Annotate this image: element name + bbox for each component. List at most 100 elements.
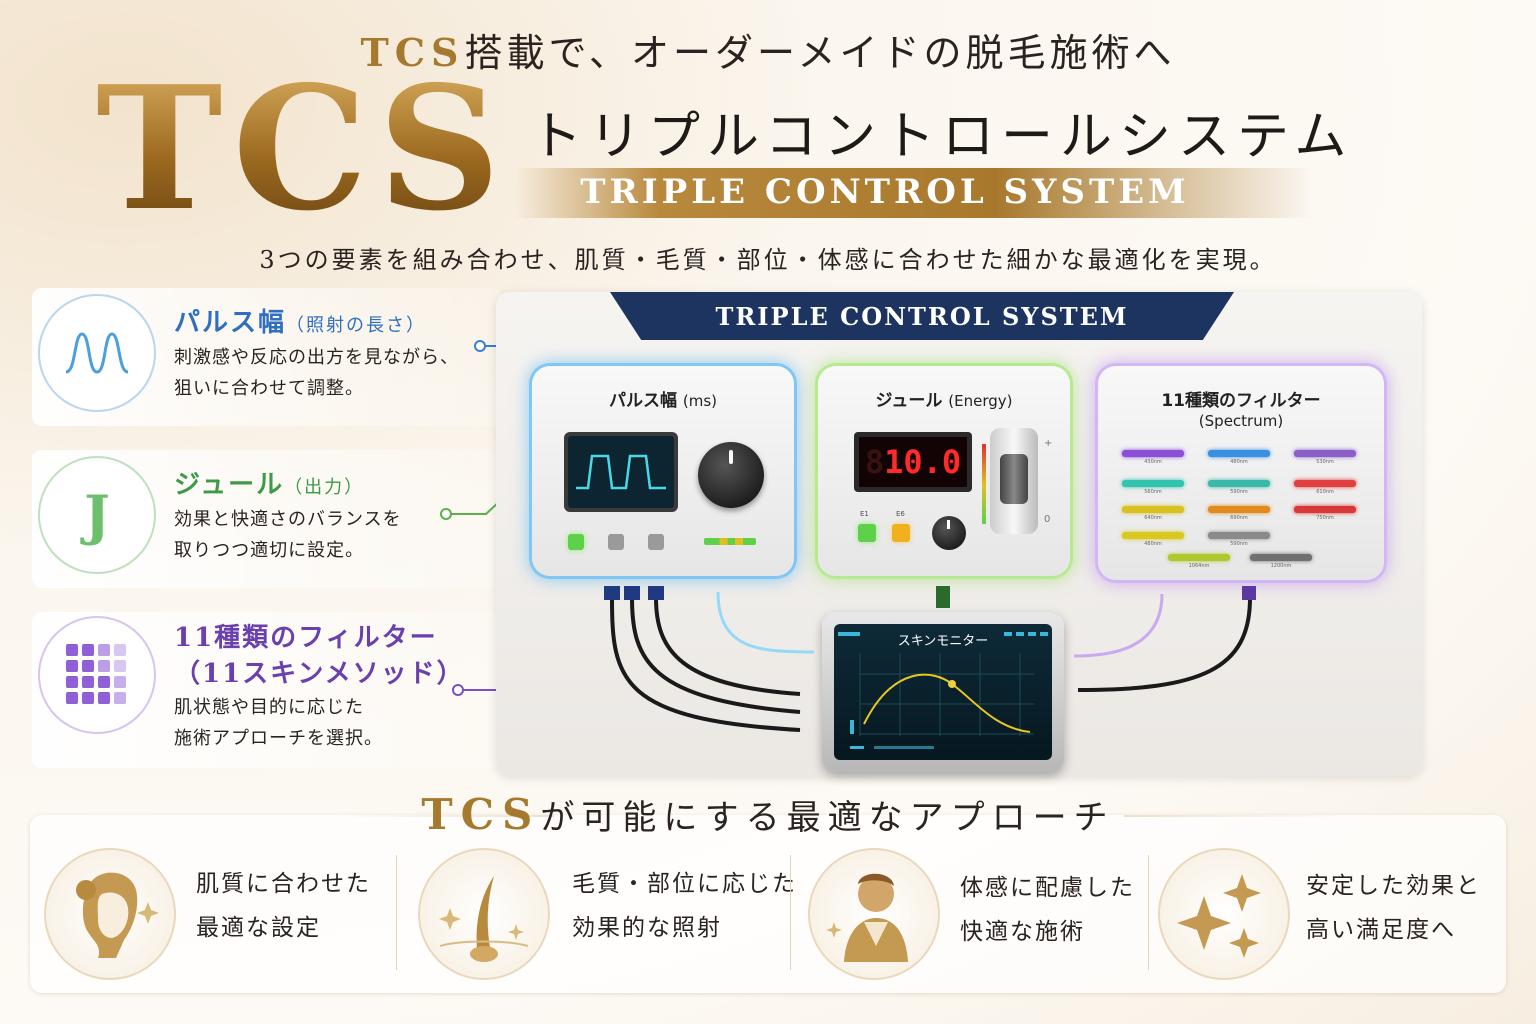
filter-module-title: 11種類のフィルター xyxy=(1161,391,1321,411)
feature-title-sub: （照射の長さ） xyxy=(286,315,427,336)
feature-title-main: ジュール xyxy=(174,470,285,500)
filter-bar-label: 480nm xyxy=(1144,541,1162,547)
joule-readout: 10.0 xyxy=(884,443,962,481)
filter-bar[interactable] xyxy=(1208,450,1270,457)
approach-line: 安定した効果と xyxy=(1306,873,1481,899)
filter-bar[interactable] xyxy=(1122,450,1184,457)
filter-bar[interactable] xyxy=(1168,554,1230,561)
joule-dial[interactable] xyxy=(932,516,966,550)
filter-bar[interactable] xyxy=(1122,532,1184,539)
joule-button-label: E1 xyxy=(860,510,869,518)
feature-desc: 肌状態や目的に応じた施術アプローチを選択。 xyxy=(174,692,383,754)
filter-bar[interactable] xyxy=(1208,532,1270,539)
en-title-band xyxy=(515,168,1315,218)
pulse-screen xyxy=(564,432,678,512)
tagline: 3つの要素を組み合わせ、肌質・毛質・部位・体感に合わせた細かな最適化を実現。 xyxy=(259,246,1277,274)
feature-pulse: パルス幅（照射の長さ） 刺激感や反応の出方を見ながら、狙いに合わせて調整。 xyxy=(32,288,502,426)
filter-bar[interactable] xyxy=(1294,450,1356,457)
feature-desc-line: 刺激感や反応の出方を見ながら、 xyxy=(174,347,459,368)
approach-line: 最適な設定 xyxy=(196,915,321,941)
filter-bar-label: 610nm xyxy=(1316,489,1334,495)
pulse-button-gray[interactable] xyxy=(648,534,664,550)
filter-bar[interactable] xyxy=(1294,480,1356,487)
feature-title-main: パルス幅 xyxy=(174,308,287,338)
hair-follicle-icon xyxy=(418,848,550,980)
filter-bar[interactable] xyxy=(1122,506,1184,513)
feature-title-sub: （出力） xyxy=(284,477,365,498)
filter-bar-label: 1064nm xyxy=(1188,563,1210,569)
filter-bar[interactable] xyxy=(1250,554,1312,561)
feature-title: パルス幅（照射の長さ） xyxy=(174,302,426,339)
filter-bar-label: 530nm xyxy=(1316,459,1334,465)
filter-bar-label: 750nm xyxy=(1316,515,1334,521)
feature-title-main: 11種類のフィルター xyxy=(174,623,438,653)
feature-title: ジュール（出力） xyxy=(174,464,364,501)
skin-monitor: スキンモニター xyxy=(822,612,1064,772)
approach-item-2: 毛質・部位に応じた効果的な照射 xyxy=(572,862,797,950)
approach-title-text: が可能にする最適なアプローチ xyxy=(540,798,1115,838)
pulse-module-title: パルス幅 (ms) xyxy=(608,391,718,411)
sparkle-icon xyxy=(1158,848,1290,980)
tcs-logo: TCS xyxy=(96,49,511,249)
filter-bar-label: 430nm xyxy=(1144,459,1162,465)
filter-bar-label: 590nm xyxy=(1230,541,1248,547)
joule-readout-dim: 8 xyxy=(864,443,885,481)
approach-divider xyxy=(1148,855,1149,970)
feature-title-sub: （11スキンメソッド） xyxy=(174,659,465,689)
top-subtitle-text: 搭載で、オーダーメイドの脱毛施術へ xyxy=(464,31,1176,75)
joule-letter-icon: J xyxy=(38,456,156,574)
filter-bar[interactable] xyxy=(1122,480,1184,487)
approach-title: TCSが可能にする最適なアプローチ xyxy=(0,790,1536,839)
joule-zero-label: 0 xyxy=(1044,514,1051,525)
joule-slider[interactable] xyxy=(990,428,1038,534)
approach-line: 肌質に合わせた xyxy=(196,871,371,897)
filter-bar-label: 640nm xyxy=(1144,515,1162,521)
filter-bar-label: 480nm xyxy=(1230,459,1248,465)
feature-filter: 11種類のフィルター （11スキンメソッド） 肌状態や目的に応じた施術アプローチを… xyxy=(32,612,502,768)
feature-joule: J ジュール（出力） 効果と快適さのバランスを取りつつ適切に設定。 xyxy=(32,450,502,588)
pulse-dial[interactable] xyxy=(698,442,764,508)
approach-line: 体感に配慮した xyxy=(960,875,1135,901)
approach-line: 高い満足度へ xyxy=(1306,917,1456,943)
approach-line: 効果的な照射 xyxy=(572,915,722,941)
approach-divider xyxy=(396,855,397,970)
pulse-wave-display xyxy=(576,454,666,490)
feature-title: 11種類のフィルター （11スキンメソッド） xyxy=(174,620,465,692)
filter-bar-label: 560nm xyxy=(1144,489,1162,495)
feature-desc-line: 施術アプローチを選択。 xyxy=(174,728,383,749)
filter-bar-label: 1200nm xyxy=(1270,563,1292,569)
filter-module-subtitle: (Spectrum) xyxy=(1198,412,1284,430)
feature-desc-line: 肌状態や目的に応じた xyxy=(174,697,364,718)
filter-bar[interactable] xyxy=(1208,480,1270,487)
woman-face-icon xyxy=(44,848,176,980)
panel-banner xyxy=(610,292,1234,340)
feature-desc-line: 取りつつ適切に設定。 xyxy=(174,540,365,561)
joule-module-title: ジュール (Energy) xyxy=(875,391,1013,411)
jp-title: トリプルコントロールシステム xyxy=(530,107,1354,167)
pulse-module: パルス幅 (ms) xyxy=(532,366,794,576)
feature-desc: 刺激感や反応の出方を見ながら、狙いに合わせて調整。 xyxy=(174,342,459,404)
joule-button-green[interactable] xyxy=(858,524,876,542)
skin-monitor-label: スキンモニター xyxy=(897,634,989,649)
approach-item-4: 安定した効果と高い満足度へ xyxy=(1306,864,1481,952)
approach-line: 快適な施術 xyxy=(960,919,1085,945)
skin-monitor-graph xyxy=(838,632,1048,749)
top-subtitle: TCS搭載で、オーダーメイドの脱毛施術へ xyxy=(0,22,1536,77)
filter-bar[interactable] xyxy=(1208,506,1270,513)
pulse-wave-icon xyxy=(38,294,156,412)
filter-grid-icon xyxy=(38,616,156,734)
joule-button-yellow[interactable] xyxy=(892,524,910,542)
pulse-button-gray[interactable] xyxy=(608,534,624,550)
pulse-button-green[interactable] xyxy=(568,534,584,550)
skin-monitor-screen: スキンモニター xyxy=(834,624,1052,760)
feature-desc-line: 効果と快適さのバランスを xyxy=(174,509,402,530)
filter-bar[interactable] xyxy=(1294,506,1356,513)
en-title: TRIPLE CONTROL SYSTEM xyxy=(580,172,1190,212)
joule-level-scale xyxy=(982,444,986,524)
panel-banner-text: TRIPLE CONTROL SYSTEM xyxy=(715,302,1129,331)
filter-bar-label: 590nm xyxy=(1230,489,1248,495)
filter-module: 11種類のフィルター (Spectrum) 430nm 480nm 530nm 560… xyxy=(1098,366,1384,580)
